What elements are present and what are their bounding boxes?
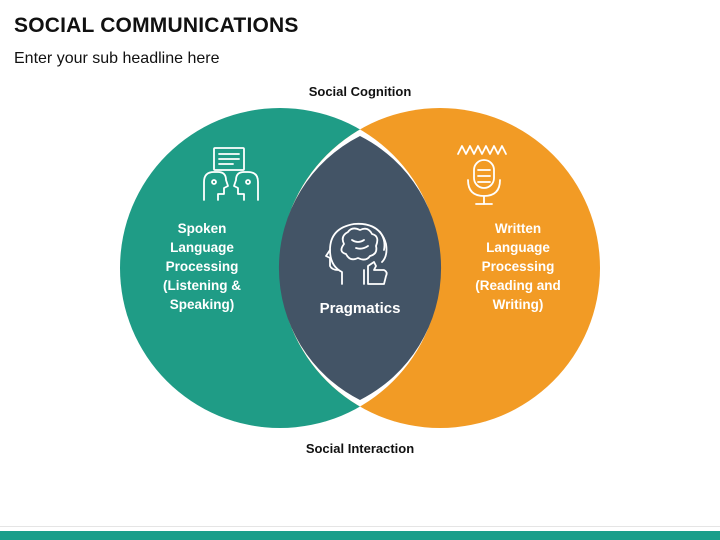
text-line: Language [170, 240, 234, 255]
text-line: Language [486, 240, 550, 255]
text-line: Spoken [177, 221, 227, 236]
footer-divider [0, 526, 720, 527]
brain-head-thumbs-up-icon [325, 222, 388, 285]
text-line: Processing [165, 259, 239, 274]
two-faces-conversation-icon [203, 147, 259, 201]
microphone-soundwave-icon [457, 145, 507, 205]
text-line: (Reading and [475, 278, 561, 293]
social-interaction-label: Social Interaction [305, 441, 415, 456]
page-subtitle: Enter your sub headline here [14, 50, 220, 67]
page-title: SOCIAL COMMUNICATIONS [14, 14, 299, 37]
text-line: Processing [481, 259, 555, 274]
text-line: (Listening & [163, 278, 241, 293]
footer-accent-bar [0, 531, 720, 540]
text-line: Written [494, 221, 542, 236]
text-line: Writing) [492, 297, 544, 312]
center-intersection [278, 136, 442, 400]
social-cognition-label: Social Cognition [308, 84, 412, 99]
written-language-text: Written Language Processing (Reading and… [462, 219, 574, 314]
spoken-language-text: Spoken Language Processing (Listening & … [146, 219, 258, 314]
text-line: Speaking) [169, 297, 235, 312]
pragmatics-label: Pragmatics [319, 300, 401, 317]
